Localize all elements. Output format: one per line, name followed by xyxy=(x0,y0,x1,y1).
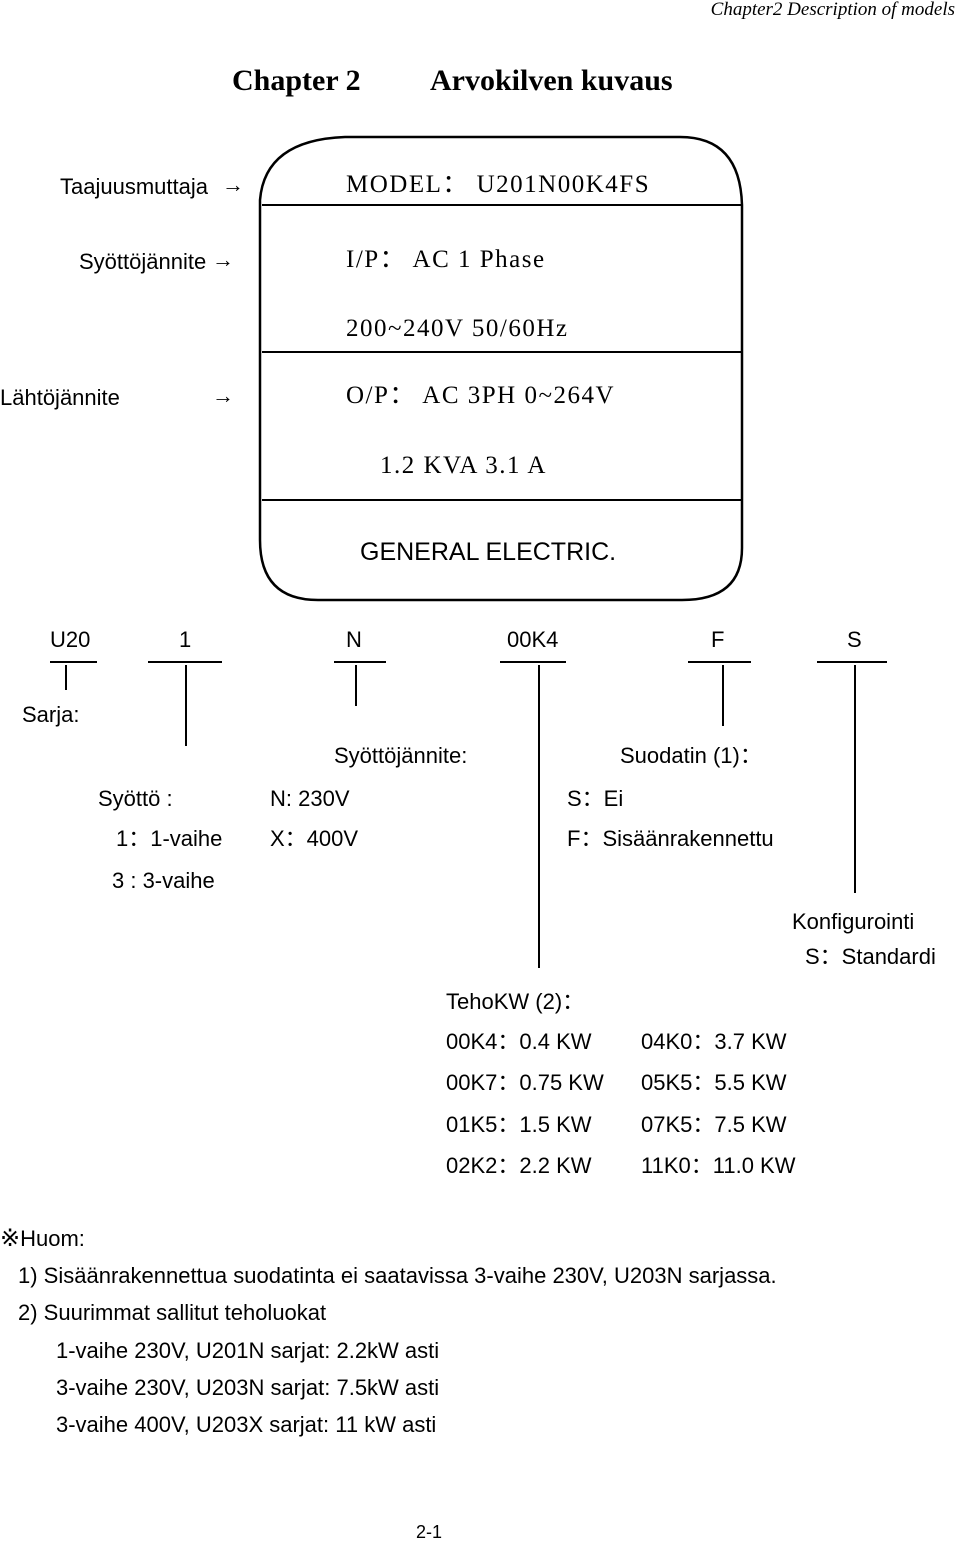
voltage-option: N: 230V xyxy=(270,786,350,811)
nameplate-output: O/P： AC 3PH 0~264V xyxy=(346,382,616,409)
label-inverter: Taajuusmuttaja xyxy=(60,174,208,199)
note-item: 2) Suurimmat sallitut teholuokat xyxy=(18,1300,327,1325)
note-item: 1-vaihe 230V, U201N sarjat: 2.2kW asti xyxy=(56,1338,440,1363)
power-option: 11K0：11.0 KW xyxy=(641,1153,796,1178)
segment-config: S xyxy=(847,627,862,652)
power-option: 01K5：1.5 KW xyxy=(446,1112,592,1137)
notes-title: Huom: xyxy=(20,1226,85,1251)
label-input-voltage: Syöttöjännite xyxy=(79,249,207,274)
note-item: 3-vaihe 400V, U203X sarjat: 11 kW asti xyxy=(56,1412,437,1437)
supply-option: 3 : 3-vaihe xyxy=(112,868,215,893)
note-item: 3-vaihe 230V, U203N sarjat: 7.5kW asti xyxy=(56,1375,440,1400)
running-header: Chapter2 Description of models xyxy=(710,0,955,20)
segment-filter: F xyxy=(711,627,725,652)
arrow-icon: → xyxy=(212,247,234,272)
nameplate-input-range: 200~240V 50/60Hz xyxy=(346,315,569,342)
page-number: 2-1 xyxy=(416,1522,443,1542)
segment-voltage: N xyxy=(346,627,362,652)
power-option: 02K2：2.2 KW xyxy=(446,1153,592,1178)
power-option: 05K5：5.5 KW xyxy=(641,1070,787,1095)
series-title: Sarja: xyxy=(22,702,80,727)
voltage-title: Syöttöjännite: xyxy=(334,743,468,768)
power-option: 07K5：7.5 KW xyxy=(641,1112,787,1137)
chapter-title: Arvokilven kuvaus xyxy=(430,64,673,97)
filter-option: F：Sisäänrakennettu xyxy=(567,826,774,851)
filter-title: Suodatin (1)： xyxy=(620,743,762,768)
nameplate-model: MODEL： U201N00K4FS xyxy=(346,171,651,198)
segment-power: 00K4 xyxy=(507,627,559,652)
arrow-icon: → xyxy=(222,172,244,197)
config-title: Konfigurointi xyxy=(792,909,915,934)
nameplate-outline xyxy=(258,135,744,602)
filter-option: S：Ei xyxy=(567,786,624,811)
power-option: 04K0：3.7 KW xyxy=(641,1029,787,1054)
arrow-icon: → xyxy=(212,383,234,408)
notes-heading: ※Huom: xyxy=(0,1227,85,1251)
segment-supply: 1 xyxy=(179,627,192,652)
power-title: TehoKW (2)： xyxy=(446,989,585,1014)
supply-option: 1：1-vaihe xyxy=(116,826,223,851)
note-item: 1) Sisäänrakennettua suodatinta ei saata… xyxy=(18,1263,777,1288)
config-option: S：Standardi xyxy=(805,944,936,969)
segment-series: U20 xyxy=(50,627,91,652)
voltage-option: X：400V xyxy=(270,826,359,851)
chapter-number: Chapter 2 xyxy=(232,64,361,97)
nameplate-rating: 1.2 KVA 3.1 A xyxy=(380,452,547,479)
nameplate-input: I/P： AC 1 Phase xyxy=(346,246,546,273)
power-option: 00K7：0.75 KW xyxy=(446,1070,604,1095)
note-mark-icon: ※ xyxy=(0,1225,21,1252)
nameplate-brand: GENERAL ELECTRIC. xyxy=(360,538,617,566)
power-option: 00K4：0.4 KW xyxy=(446,1029,592,1054)
label-output-voltage: Lähtöjännite xyxy=(0,385,120,410)
supply-title: Syöttö : xyxy=(98,786,173,811)
